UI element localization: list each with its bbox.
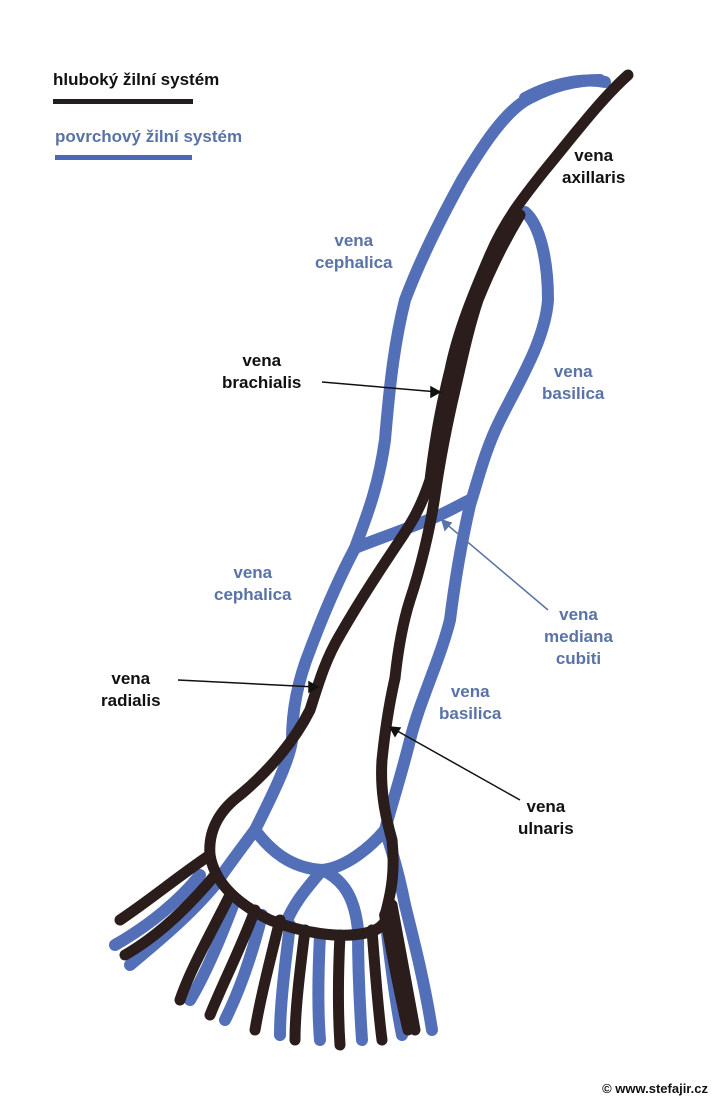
legend-deep-line: [53, 99, 193, 104]
legend-superficial-line: [55, 155, 192, 160]
superficial-veins: [115, 80, 605, 1040]
legend-superficial-label: povrchový žilní systém: [55, 127, 242, 147]
deep-veins: [120, 75, 628, 1045]
superficial-hand-arch: [255, 830, 385, 870]
vena-cephalica-top: [525, 81, 605, 98]
copyright-text: © www.stefajir.cz: [602, 1081, 708, 1096]
legend-deep-label: hluboký žilní systém: [53, 70, 219, 90]
